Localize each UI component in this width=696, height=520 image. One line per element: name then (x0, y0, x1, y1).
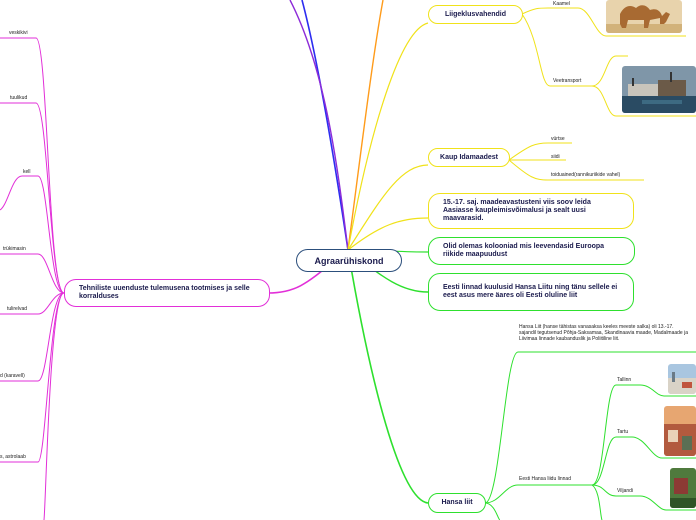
leaf-kaamel[interactable]: Kaamel (553, 1, 570, 7)
yellow-branch-kaup (348, 165, 428, 250)
blue-branch (302, 0, 348, 250)
green-leaf-eesti-hansa (485, 485, 592, 503)
yellow-leaf-vurtse (509, 143, 572, 160)
boats-harbor-image (622, 66, 696, 113)
central-topic[interactable]: Agraarühiskond (296, 249, 402, 272)
leaf-kell[interactable]: kell (23, 169, 31, 175)
topic-maadeavastused-label: 15.-17. saj. maadeavastusteni viis soov … (443, 199, 619, 223)
leaf-vurtse[interactable]: vürtse (551, 136, 565, 142)
orange-branch (348, 0, 383, 250)
central-topic-label: Agraarühiskond (314, 256, 383, 266)
topic-liigeklusvahendid-label: Liigeklusvahendid (445, 11, 506, 18)
green-branch-hansa (348, 250, 428, 503)
yellow-leaf-kaamel (522, 8, 578, 14)
topic-hansa-liit[interactable]: Hansa liit (428, 493, 486, 513)
topic-linnad-label: Eesti linnad kuulusid Hansa Liitu ning t… (443, 284, 619, 300)
leaf-trukimasin[interactable]: trükimasin (3, 246, 26, 252)
topic-liigeklusvahendid[interactable]: Liigeklusvahendid (428, 5, 523, 24)
viljandi-image (670, 468, 696, 508)
green-leaf-more (592, 485, 602, 520)
leaf-viljandi[interactable]: Viljandi (617, 488, 633, 494)
topic-kolooniad[interactable]: Olid olemas kolooniad mis leevendasid Eu… (428, 237, 635, 265)
leaf-tulirelvad[interactable]: tulirelvad (7, 306, 27, 312)
topic-kolooniad-label: Olid olemas kolooniad mis leevendasid Eu… (443, 243, 620, 259)
green-leaf-tartu (592, 437, 632, 485)
leaf-astrolaab[interactable]: s, astrolaab (0, 454, 26, 460)
leaf-tuulikud[interactable]: tuulikud (10, 95, 27, 101)
topic-tehnilised-uuendused[interactable]: Tehniliste uuenduste tulemusena tootmise… (64, 279, 270, 307)
green-leaf-tallinn (592, 385, 640, 485)
leaf-tallinn[interactable]: Tallinn (617, 377, 631, 383)
leaf-eesti-hansa-linnad[interactable]: Eesti Hansa liidu linnad (519, 476, 571, 482)
topic-hansa-label: Hansa liit (441, 499, 472, 507)
yellow-leaf-veetransport (522, 14, 592, 86)
topic-maadeavastused[interactable]: 15.-17. saj. maadeavastusteni viis soov … (428, 193, 634, 229)
yellow-branch-liigeklus (348, 23, 428, 250)
topic-tehnilised-label: Tehniliste uuenduste tulemusena tootmise… (79, 285, 255, 301)
leaf-tartu[interactable]: Tartu (617, 429, 628, 435)
purple-branch (290, 0, 348, 250)
leaf-hansa-definition[interactable]: Hansa Liit (hanse tähistas vanasaksa kee… (519, 324, 691, 342)
tallinn-image (668, 364, 696, 394)
yellow-branch-maadeavastused (348, 218, 428, 250)
leaf-siidi[interactable]: siidi (551, 154, 560, 160)
leaf-karavell[interactable]: d (karavell) (0, 373, 25, 379)
green-leaf-hansa-more (485, 503, 500, 520)
topic-kaup-idamaadest[interactable]: Kaup Idamaadest (428, 148, 510, 167)
leaf-veetransport[interactable]: Veetransport (553, 78, 581, 84)
pink-leaf-trukimasin (0, 254, 64, 293)
tartu-image (664, 406, 696, 456)
pink-leaf-kell (0, 176, 64, 293)
leaf-toiduained[interactable]: toiduained(ranniku­riikide vahel) (551, 172, 620, 178)
leaf-veskikivi[interactable]: veskikivi (9, 30, 28, 36)
camel-image (606, 0, 682, 33)
topic-kaup-label: Kaup Idamaadest (440, 154, 498, 161)
pink-leaf-tuulikud (0, 103, 64, 293)
topic-eesti-linnad[interactable]: Eesti linnad kuulusid Hansa Liitu ning t… (428, 273, 634, 311)
